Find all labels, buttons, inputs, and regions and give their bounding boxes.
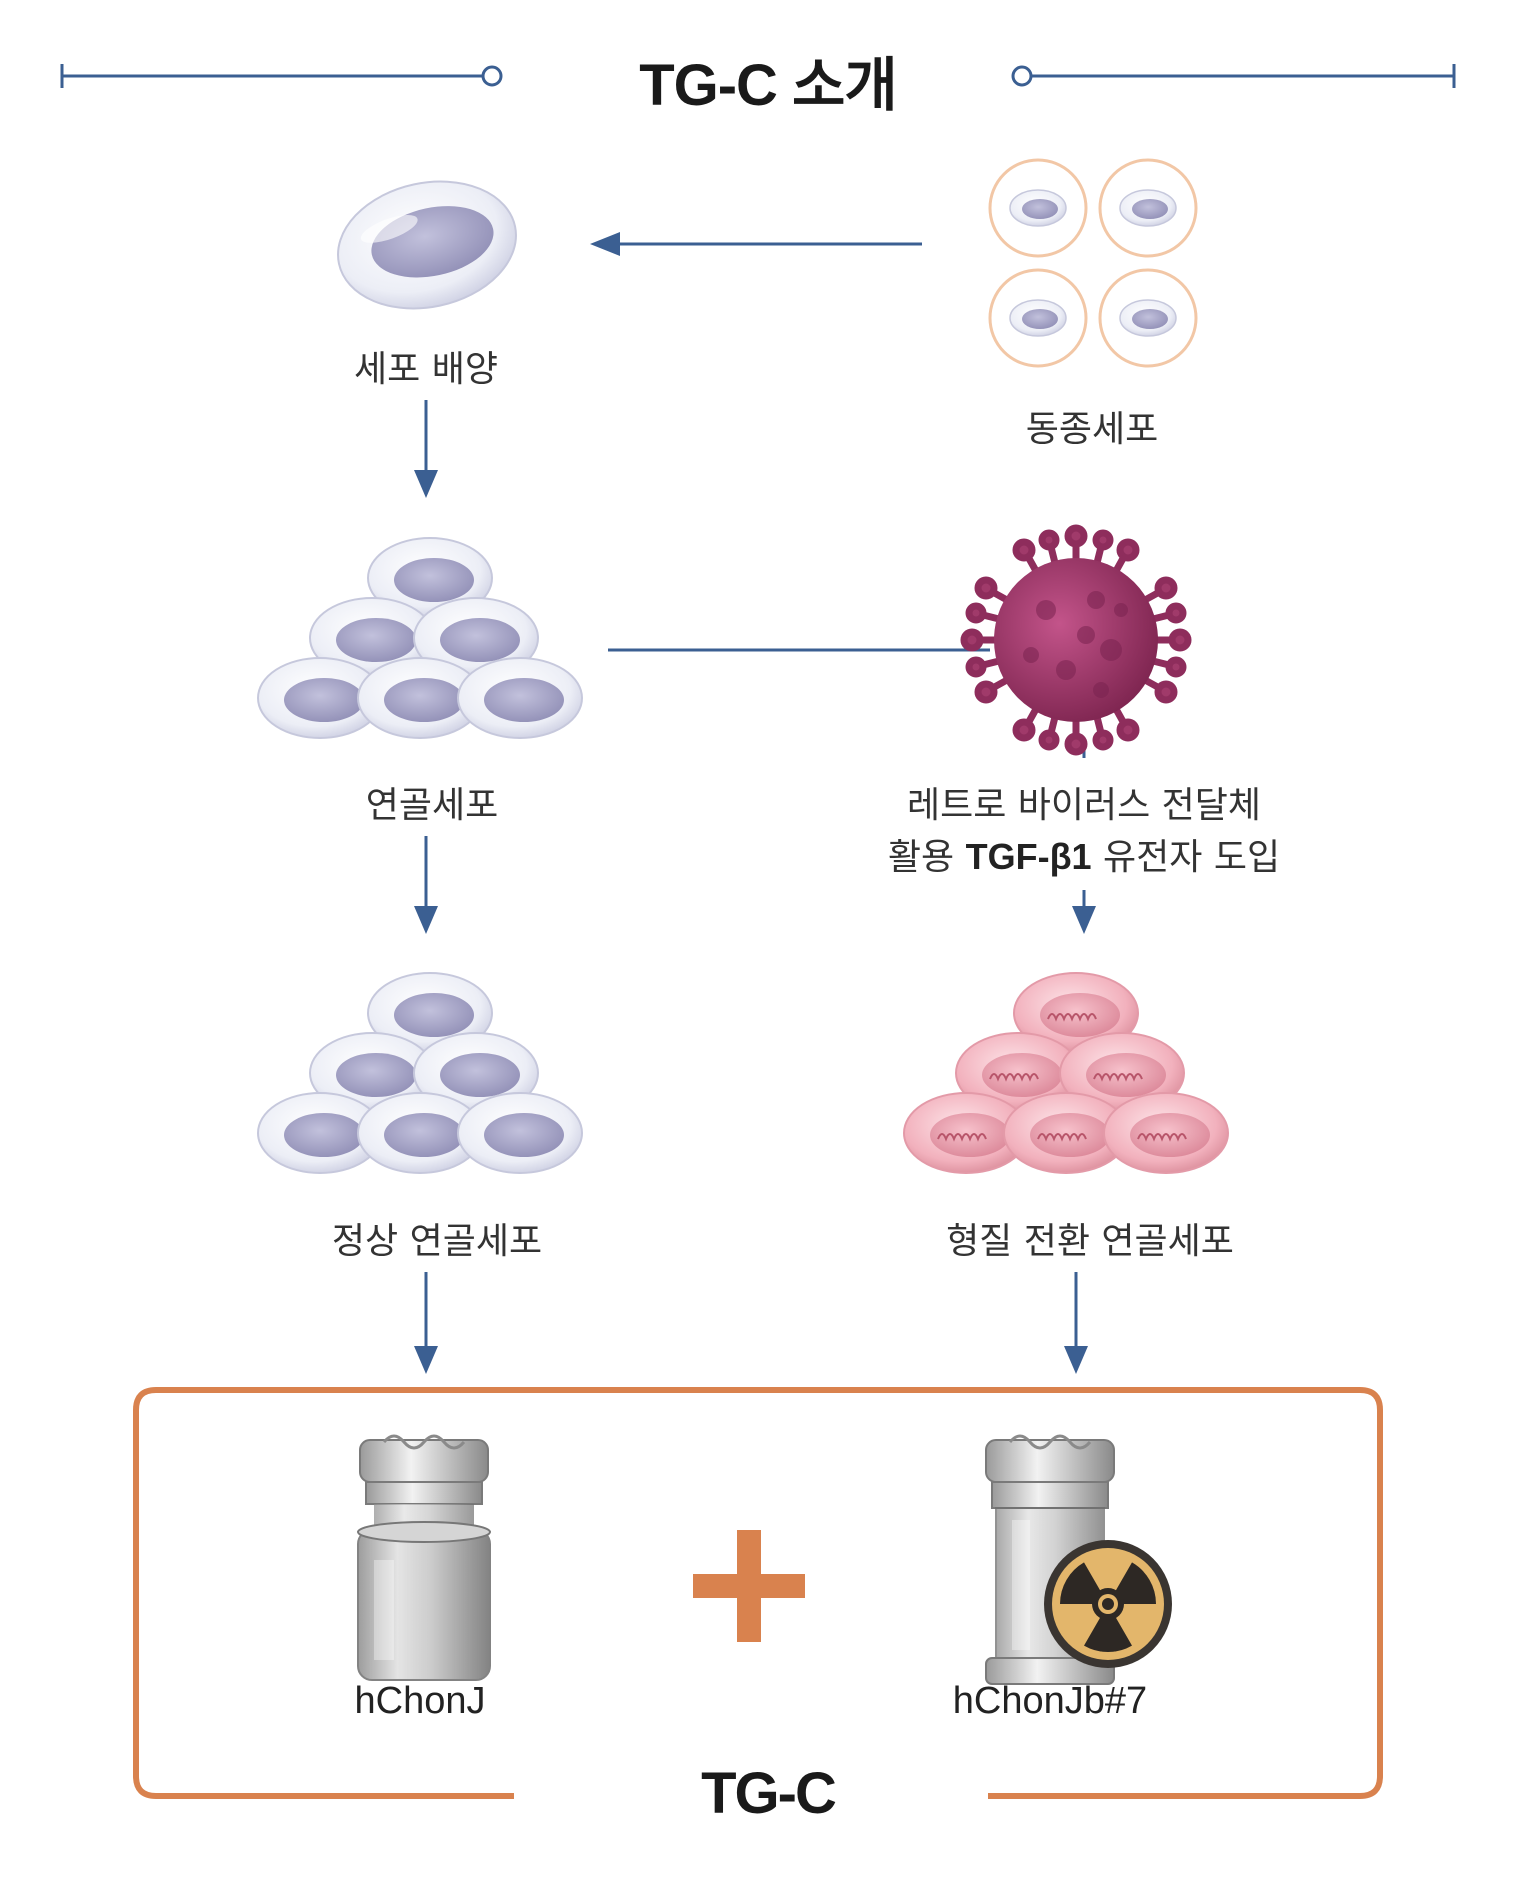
arrow-allogeneic-to-culture <box>590 232 922 256</box>
label-transformed-chondrocytes: 형질 전환 연골세포 <box>946 1221 1234 1262</box>
label-retrovirus-suffix: 유전자 도입 <box>1091 837 1281 878</box>
vial-icon <box>357 1434 491 1681</box>
product-box <box>133 1387 1383 1799</box>
label-normal-chondrocytes: 정상 연골세포 <box>331 1221 543 1262</box>
radiation-icon <box>1044 1540 1172 1668</box>
product-name: TG-C <box>701 1761 837 1826</box>
cell-cluster-icon <box>257 537 583 739</box>
single-cell-icon <box>337 180 517 310</box>
label-allogeneic-cells: 동종세포 <box>1025 409 1159 450</box>
page-title: TG-C 소개 <box>639 53 898 118</box>
arrow-normal-to-product <box>414 1272 438 1374</box>
arrow-virus-to-transformed <box>1072 890 1096 934</box>
allogeneic-cells-icon <box>988 158 1198 368</box>
label-chondrocytes: 연골세포 <box>365 785 499 826</box>
virus-icon <box>960 524 1192 756</box>
arrow-culture-to-chondrocytes <box>414 400 438 498</box>
label-gene-name: TGF-β1 <box>965 836 1092 877</box>
label-vial-left: hChonJ <box>354 1680 486 1722</box>
label-retrovirus-prefix: 활용 <box>887 837 966 878</box>
label-retrovirus-line1: 레트로 바이러스 전달체 <box>906 785 1262 826</box>
plus-icon <box>693 1530 805 1642</box>
arrow-chondrocytes-to-normal <box>414 836 438 934</box>
header-decoration-right <box>1011 64 1456 88</box>
label-cell-culture: 세포 배양 <box>354 349 498 390</box>
label-vial-right: hChonJb#7 <box>952 1680 1148 1722</box>
normal-cell-cluster-icon <box>257 972 583 1174</box>
header-decoration-left <box>60 64 503 88</box>
label-retrovirus-line2: 활용 TGF-β1 유전자 도입 <box>814 828 1354 880</box>
transformed-cell-cluster-icon <box>903 972 1229 1174</box>
arrow-transformed-to-product <box>1064 1272 1088 1374</box>
